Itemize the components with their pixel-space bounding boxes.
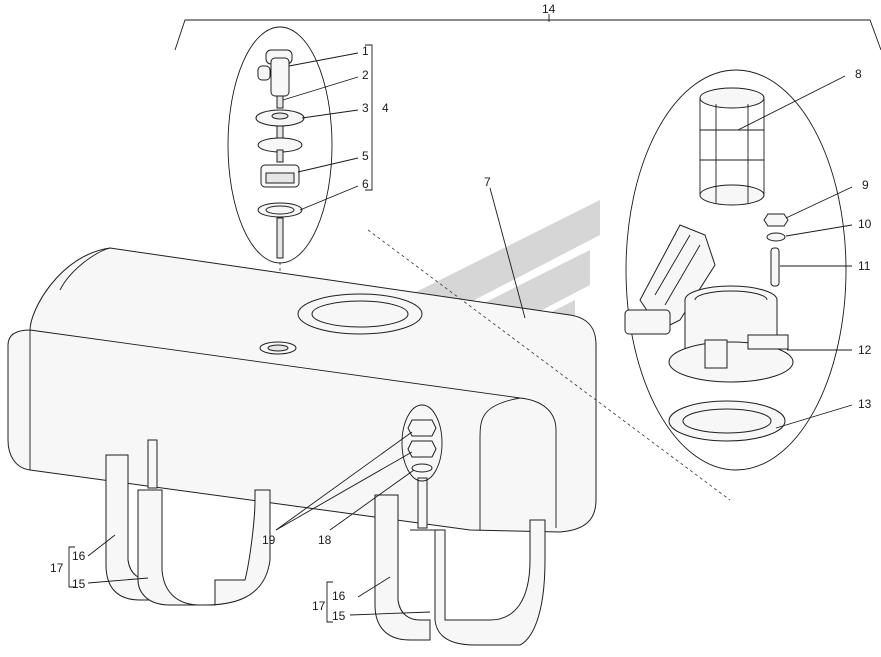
label-10: 10 bbox=[858, 217, 872, 231]
detail-ellipse-nuts bbox=[401, 404, 443, 482]
label-17-left: 17 bbox=[50, 561, 64, 575]
label-17-right: 17 bbox=[312, 599, 326, 613]
label-13: 13 bbox=[858, 397, 872, 411]
bracket-14 bbox=[174, 14, 881, 51]
label-4: 4 bbox=[382, 101, 389, 115]
nuts-19-18 bbox=[407, 419, 437, 473]
label-16-left: 16 bbox=[72, 549, 86, 563]
filter-mesh bbox=[699, 87, 765, 206]
label-6: 6 bbox=[362, 177, 369, 191]
label-14: 14 bbox=[542, 2, 556, 16]
label-15-right: 15 bbox=[332, 609, 346, 623]
filler-neck-parts bbox=[255, 49, 305, 259]
label-1: 1 bbox=[362, 44, 369, 58]
part-labels: 1 2 3 4 5 6 7 8 9 10 11 12 13 14 19 18 1… bbox=[50, 2, 872, 623]
label-7: 7 bbox=[484, 175, 491, 189]
label-2: 2 bbox=[362, 68, 369, 82]
small-parts-9-11 bbox=[763, 213, 789, 287]
label-18: 18 bbox=[318, 533, 332, 547]
label-19: 19 bbox=[262, 533, 276, 547]
label-5: 5 bbox=[362, 149, 369, 163]
label-3: 3 bbox=[362, 101, 369, 115]
filler-cap bbox=[624, 224, 794, 383]
fuel-tank bbox=[7, 247, 597, 533]
label-16-right: 16 bbox=[332, 589, 346, 603]
gasket bbox=[668, 400, 786, 442]
detail-ellipse-right bbox=[625, 69, 847, 471]
label-8: 8 bbox=[855, 67, 862, 81]
label-15-left: 15 bbox=[72, 577, 86, 591]
strap-right bbox=[374, 477, 546, 646]
label-9: 9 bbox=[862, 178, 869, 192]
label-11: 11 bbox=[858, 259, 871, 273]
leader-lines bbox=[68, 44, 853, 623]
label-12: 12 bbox=[858, 343, 872, 357]
